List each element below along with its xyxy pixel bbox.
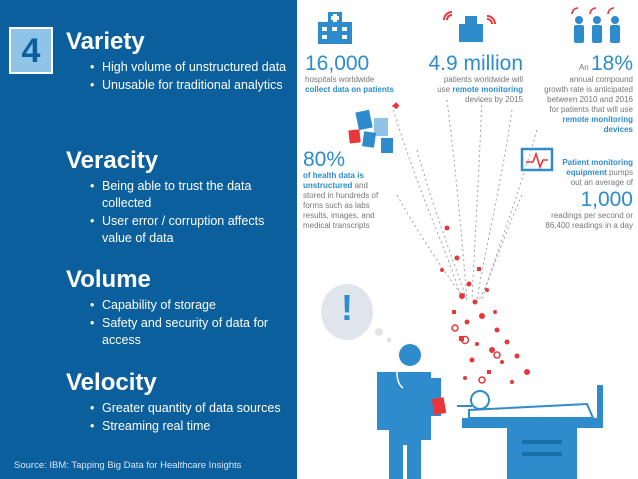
stat-emphasis: Patient monitoring: [562, 158, 633, 167]
data-flow-lines: [391, 99, 538, 301]
stat-emphasis: equipment: [566, 168, 607, 177]
monitor-icon: [520, 147, 554, 172]
stat-text: forms such as labs: [303, 201, 370, 210]
section-volume: Volume Capability of storage Safety and …: [66, 266, 292, 350]
doctor-figure: [377, 344, 441, 479]
stat-text: between 2010 and 2016: [547, 95, 633, 104]
stat-emphasis: collect data on patients: [305, 85, 394, 94]
alert-icon: !: [341, 287, 353, 328]
stat-text: and: [354, 181, 368, 190]
stat-value: 16,000: [305, 52, 370, 75]
section-title: Variety: [66, 28, 145, 55]
section-veracity: Veracity Being able to trust the data co…: [66, 147, 292, 248]
section-velocity: Velocity Greater quantity of data source…: [66, 369, 292, 436]
bullet: User error / corruption affects value of…: [90, 213, 292, 247]
stat-value: 1,000: [580, 188, 633, 211]
stat-remote-patients: 4.9 million patients worldwide will use …: [407, 52, 523, 105]
section-variety: Variety High volume of unstructured data…: [66, 28, 292, 95]
stat-text: medical transcripts: [303, 221, 370, 230]
source-caption: Source: IBM: Tapping Big Data for Health…: [14, 460, 242, 471]
bullet: Greater quantity of data sources: [90, 400, 292, 417]
documents-icon: [348, 109, 393, 153]
section-title: Velocity: [66, 369, 157, 396]
stat-value: 18%: [590, 52, 633, 75]
stat-unstructured: 80% of health data is unstructured and s…: [303, 148, 403, 231]
stat-text: 86,400 readings in a day: [545, 221, 633, 230]
stat-text: readings per second or: [551, 211, 633, 220]
stat-readings: Patient monitoring equipment pumps out a…: [533, 158, 633, 231]
stat-text: An: [578, 63, 589, 72]
stat-emphasis: remote monitoring: [452, 85, 523, 94]
stat-growth: An 18% annual compound growth rate is an…: [529, 52, 633, 135]
bullet: Being able to trust the data collected: [90, 178, 292, 212]
bullet: High volume of unstructured data: [90, 59, 292, 76]
stat-text: patients worldwide will: [443, 75, 523, 84]
slide-number-badge: 4: [9, 27, 53, 74]
stat-text: growth rate is anticipated: [544, 85, 633, 94]
stat-text: devices by 2015: [465, 95, 523, 104]
section-title: Veracity: [66, 147, 159, 174]
stat-text: out an average of: [570, 178, 633, 187]
stat-emphasis: remote monitoring: [562, 115, 633, 124]
stat-text: pumps: [608, 168, 633, 177]
stat-text: annual compound: [569, 75, 633, 84]
patients-icon: [574, 16, 620, 43]
stat-value: 80%: [303, 148, 346, 171]
bullet: Capability of storage: [90, 297, 292, 314]
stat-text: stored in hundreds of: [303, 191, 379, 200]
stat-hospitals: 16,000 hospitals worldwide collect data …: [305, 52, 405, 95]
hospital-icon: [318, 12, 352, 44]
thought-bubble: [321, 284, 392, 343]
stat-text: hospitals worldwide: [305, 75, 375, 84]
stat-text: use: [437, 85, 451, 94]
stat-emphasis: unstructured: [303, 181, 353, 190]
infographic-graphics: [318, 7, 620, 479]
data-particles: [392, 102, 530, 384]
section-title: Volume: [66, 266, 151, 293]
stat-emphasis: devices: [603, 125, 633, 134]
bullet: Unusable for traditional analytics: [90, 77, 292, 94]
stat-text: for patients that will use: [549, 105, 633, 114]
stat-text: results, images, and: [303, 211, 375, 220]
bullet: Safety and security of data for access: [90, 315, 292, 349]
stat-value: 4.9 million: [428, 52, 523, 75]
patient-bed: [457, 385, 603, 479]
infographic: ! 16,000 hospitals worldwide collect dat…: [297, 0, 638, 479]
remote-hospital-icon: [443, 11, 496, 42]
bullet: Streaming real time: [90, 418, 292, 435]
stat-emphasis: of health data is: [303, 171, 364, 180]
left-panel: 4 Variety High volume of unstructured da…: [0, 0, 297, 479]
